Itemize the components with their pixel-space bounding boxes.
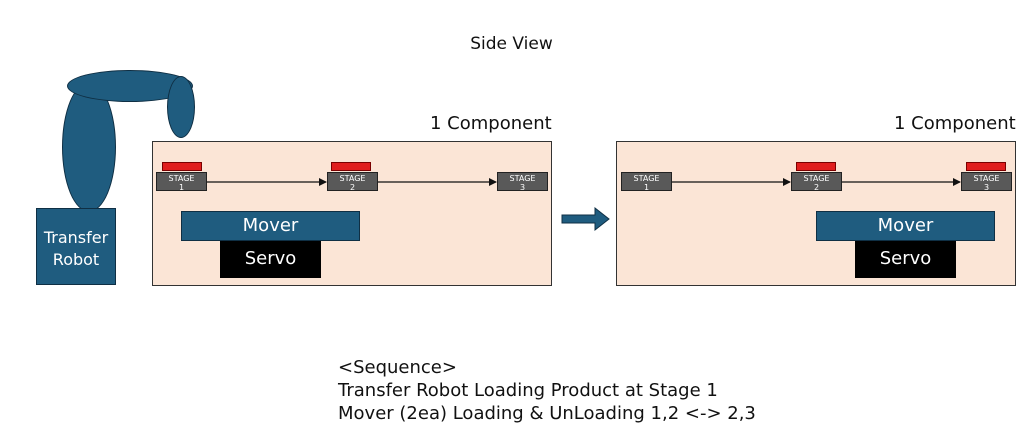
panel-2-label: 1 Component bbox=[894, 113, 1016, 134]
panel-1-label: 1 Component bbox=[430, 113, 552, 134]
sequence-heading: <Sequence> bbox=[338, 357, 457, 378]
transfer-robot-base: Transfer Robot bbox=[36, 208, 116, 285]
panel-1-product-stage-2 bbox=[331, 162, 371, 171]
panel-1-servo: Servo bbox=[220, 241, 321, 278]
transition-arrow bbox=[561, 206, 610, 232]
robot-upper-arm bbox=[62, 82, 116, 212]
robot-label-line1: Transfer bbox=[43, 228, 109, 247]
panel-1-product-stage-1 bbox=[162, 162, 202, 171]
sequence-notes: <Sequence> Transfer Robot Loading Produc… bbox=[338, 356, 756, 425]
robot-gripper bbox=[167, 76, 195, 138]
panel-2-product-stage-3 bbox=[966, 162, 1006, 171]
sequence-line-2: Mover (2ea) Loading & UnLoading 1,2 <-> … bbox=[338, 403, 756, 424]
panel-2-product-stage-2 bbox=[796, 162, 836, 171]
panel-1-mover: Mover bbox=[181, 211, 360, 241]
panel-2-mover: Mover bbox=[816, 211, 995, 241]
robot-label-line2: Robot bbox=[52, 250, 100, 269]
panel-2-servo: Servo bbox=[855, 241, 956, 278]
diagram-title: Side View bbox=[470, 34, 553, 54]
sequence-line-1: Transfer Robot Loading Product at Stage … bbox=[338, 380, 718, 401]
